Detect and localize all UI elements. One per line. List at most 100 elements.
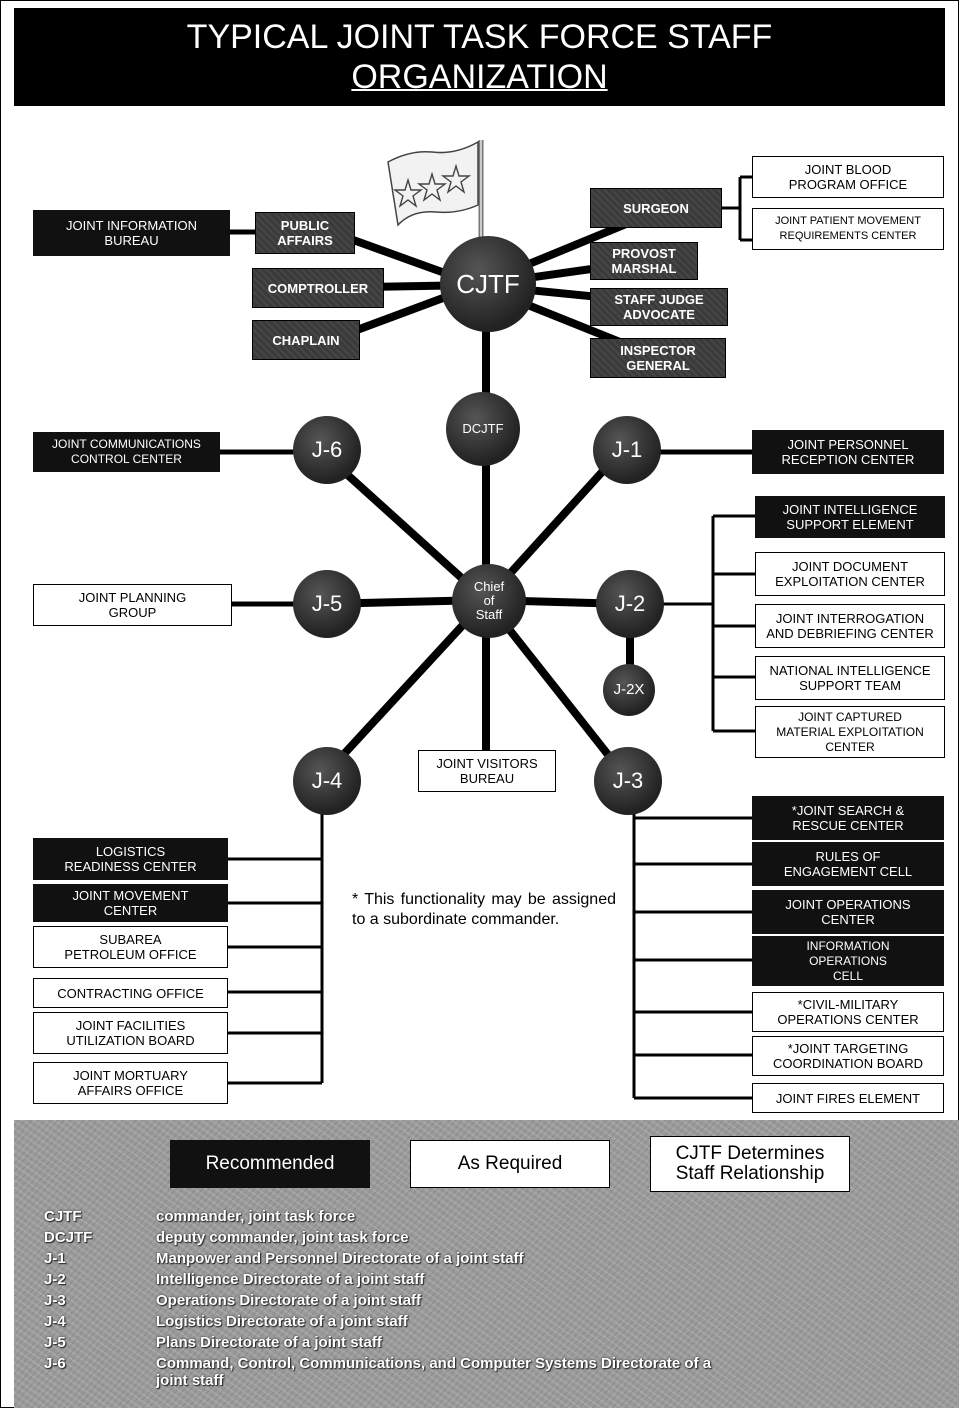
circle-label: J-3 <box>612 768 644 793</box>
joint-personnel-reception-center-box: JOINT PERSONNEL RECEPTION CENTER <box>752 430 944 474</box>
box-label: COORDINATION BOARD <box>773 1056 923 1071</box>
box-label: READINESS CENTER <box>64 859 197 874</box>
j3-circle: J-3 <box>594 747 662 815</box>
box-label: PROVOST <box>612 246 676 261</box>
abbreviation-key: J-5 <box>44 1334 66 1351</box>
joint-communications-control-center-box: JOINT COMMUNICATIONS CONTROL CENTER <box>33 432 220 472</box>
box-label: CHAPLAIN <box>272 332 340 348</box>
cjtf-circle: CJTF <box>440 236 536 332</box>
box-label: PUBLIC <box>280 218 330 233</box>
abbreviation-key: J-6 <box>44 1355 66 1372</box>
circle-label: J-2 <box>614 591 646 616</box>
j1-circle: J-1 <box>593 416 661 484</box>
abbreviation-value: deputy commander, joint task force <box>156 1229 409 1246</box>
box-label: INSPECTOR <box>620 343 696 358</box>
box-label: SUPPORT ELEMENT <box>786 517 914 532</box>
circle-label: Chief <box>473 579 505 594</box>
box-label: SURGEON <box>623 200 689 216</box>
j5-circle: J-5 <box>293 570 361 638</box>
box-label: CENTER <box>825 739 875 754</box>
legend-recommended: Recommended <box>170 1140 370 1188</box>
box-label: JOINT FACILITIES <box>75 1018 186 1033</box>
box-label: INFORMATION <box>806 938 890 953</box>
abbreviation-key: J-1 <box>44 1250 66 1267</box>
box-label: EXPLOITATION CENTER <box>775 574 925 589</box>
box-label: ADVOCATE <box>623 307 695 322</box>
abbreviation-value: Logistics Directorate of a joint staff <box>156 1313 408 1330</box>
abbreviation-key: CJTF <box>44 1208 82 1225</box>
box-label: RESCUE CENTER <box>792 818 904 833</box>
legend-panel: Recommended As Required CJTF Determines … <box>14 1120 959 1408</box>
abbreviation-value: Intelligence Directorate of a joint staf… <box>156 1271 425 1288</box>
comptroller-box: COMPTROLLER <box>252 268 384 308</box>
circle-label: Staff <box>475 607 503 622</box>
circle-label: CJTF <box>456 268 520 299</box>
abbreviation-key: DCJTF <box>44 1229 93 1246</box>
abbreviation-value: joint staff <box>156 1372 224 1389</box>
circle-label: J-4 <box>311 768 343 793</box>
unit-box: CONTRACTING OFFICE <box>33 978 228 1008</box>
box-label: GENERAL <box>626 358 690 373</box>
box-label: BUREAU <box>104 233 159 248</box>
j2-circle: J-2 <box>596 570 664 638</box>
legend-label: Staff Relationship <box>675 1163 825 1184</box>
j4-circle: J-4 <box>293 747 361 815</box>
box-label: JOINT INFORMATION <box>66 218 197 233</box>
box-label: JOINT INTERROGATION <box>775 611 925 626</box>
box-label: CONTROL CENTER <box>71 452 182 466</box>
legend-cjtf-determines: CJTF Determines Staff Relationship <box>650 1136 850 1192</box>
box-label: OPERATIONS <box>809 953 887 968</box>
box-label: CENTER <box>103 903 158 918</box>
abbreviation-row: J-6 Command, Control, Communications, and… <box>44 1355 711 1372</box>
box-label: JOINT DOCUMENT <box>791 559 909 574</box>
box-label: CONTRACTING OFFICE <box>57 985 204 1001</box>
box-label: CELL <box>832 968 864 983</box>
joint-information-bureau-box: JOINT INFORMATION BUREAU <box>33 210 230 256</box>
box-label: MARSHAL <box>611 261 677 276</box>
abbreviation-value: Command, Control, Communications, and Co… <box>156 1355 712 1372</box>
title-line-1: TYPICAL JOINT TASK FORCE STAFF <box>186 18 773 56</box>
box-label: JOINT CAPTURED <box>798 709 902 724</box>
box-label: ENGAGEMENT CELL <box>783 864 913 879</box>
footnote-text: * This functionality may be assigned to … <box>352 891 616 928</box>
box-label: UTILIZATION BOARD <box>66 1033 195 1048</box>
public-affairs-box: PUBLIC AFFAIRS <box>255 212 355 254</box>
box-label: MATERIAL EXPLOITATION <box>776 724 924 739</box>
abbreviation-key: J-4 <box>44 1313 66 1330</box>
box-label: CENTER <box>821 912 875 927</box>
box-label: JOINT COMMUNICATIONS <box>52 437 201 451</box>
box-label: *JOINT SEARCH & <box>791 803 905 818</box>
box-label: STAFF JUDGE <box>614 292 704 307</box>
page-title: TYPICAL JOINT TASK FORCE STAFF ORGANIZAT… <box>14 8 945 106</box>
surgeon-box: SURGEON <box>590 188 722 228</box>
chief-of-staff-circle: Chief of Staff <box>452 564 526 638</box>
legend-label: CJTF Determines <box>675 1143 825 1164</box>
box-label: JOINT FIRES ELEMENT <box>775 1090 921 1106</box>
abbreviation-value: Operations Directorate of a joint staff <box>156 1292 422 1309</box>
dcjtf-circle: DCJTF <box>446 392 520 466</box>
joint-patient-movement-box: JOINT PATIENT MOVEMENT REQUIREMENTS CENT… <box>752 208 944 250</box>
box-label: AFFAIRS OFFICE <box>77 1083 184 1098</box>
box-label: BUREAU <box>459 771 515 786</box>
inspector-general-box: INSPECTOR GENERAL <box>590 338 726 378</box>
box-label: RECEPTION CENTER <box>781 452 915 467</box>
box-label: JOINT BLOOD <box>804 162 892 177</box>
box-label: AFFAIRS <box>277 233 333 248</box>
box-label: *CIVIL-MILITARY <box>797 997 899 1012</box>
legend-as-required: As Required <box>410 1140 610 1188</box>
box-label: RULES OF <box>815 849 881 864</box>
